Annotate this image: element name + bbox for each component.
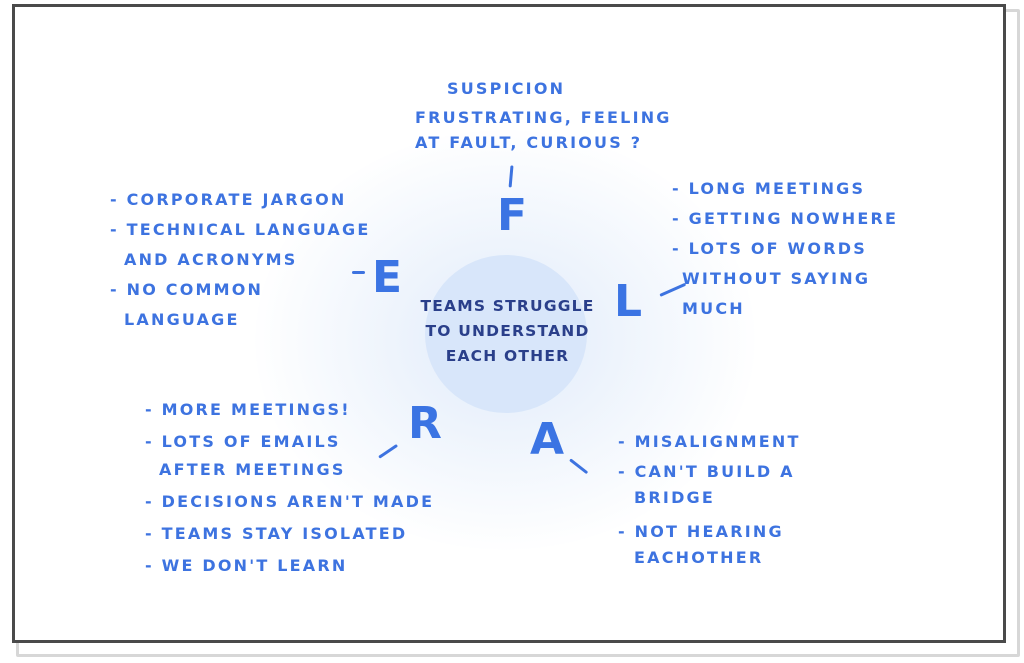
note-line: - TEAMS STAY ISOLATED [145,524,408,543]
note-line: - WE DON'T LEARN [145,556,348,575]
note-line: AFTER MEETINGS [159,460,346,479]
note-line: EACHOTHER [634,548,764,567]
note-line: - DECISIONS AREN'T MADE [145,492,435,511]
r-branch-notes: - MORE MEETINGS! - LOTS OF EMAILS AFTER … [145,394,434,582]
f-branch-notes: SUSPICION FRUSTRATING, FEELING AT FAULT,… [415,74,672,157]
e-branch-notes: - CORPORATE JARGON - TECHNICAL LANGUAGE … [110,185,370,335]
note-line: - LOTS OF WORDS [672,239,867,258]
note-line: SUSPICION [447,79,566,98]
note-line: AND ACRONYMS [124,250,298,269]
note-line: - GETTING NOWHERE [672,209,899,228]
note-line: - CAN'T BUILD A [618,462,795,481]
center-statement: TEAMS STRUGGLE TO UNDERSTAND EACH OTHER [405,294,610,369]
note-line: - MISALIGNMENT [618,432,801,451]
note-line: MUCH [682,299,745,318]
center-circle [425,255,587,413]
note-line: - NO COMMON [110,280,264,299]
note-line: - LONG MEETINGS [672,179,866,198]
center-line: TO UNDERSTAND [425,322,590,340]
center-line: TEAMS STRUGGLE [420,297,595,315]
note-line: FRUSTRATING, FEELING [415,108,672,127]
note-line: - NOT HEARING [618,522,784,541]
letter-e: E [372,252,403,303]
note-line: - TECHNICAL LANGUAGE [110,220,371,239]
letter-a: A [530,414,565,465]
e-connector [352,271,365,274]
center-line: EACH OTHER [445,347,570,365]
note-line: - MORE MEETINGS! [145,400,351,419]
letter-f: F [497,190,528,241]
note-line: AT FAULT, CURIOUS ? [415,133,643,152]
note-line: LANGUAGE [124,310,240,329]
note-line: - CORPORATE JARGON [110,190,347,209]
note-line: BRIDGE [634,488,716,507]
letter-l: L [614,276,643,327]
a-branch-notes: - MISALIGNMENT - CAN'T BUILD A BRIDGE - … [618,427,801,573]
l-branch-notes: - LONG MEETINGS - GETTING NOWHERE - LOTS… [672,174,898,324]
note-line: - LOTS OF EMAILS [145,432,341,451]
letter-r: R [408,398,442,449]
note-line: WITHOUT SAYING [682,269,871,288]
